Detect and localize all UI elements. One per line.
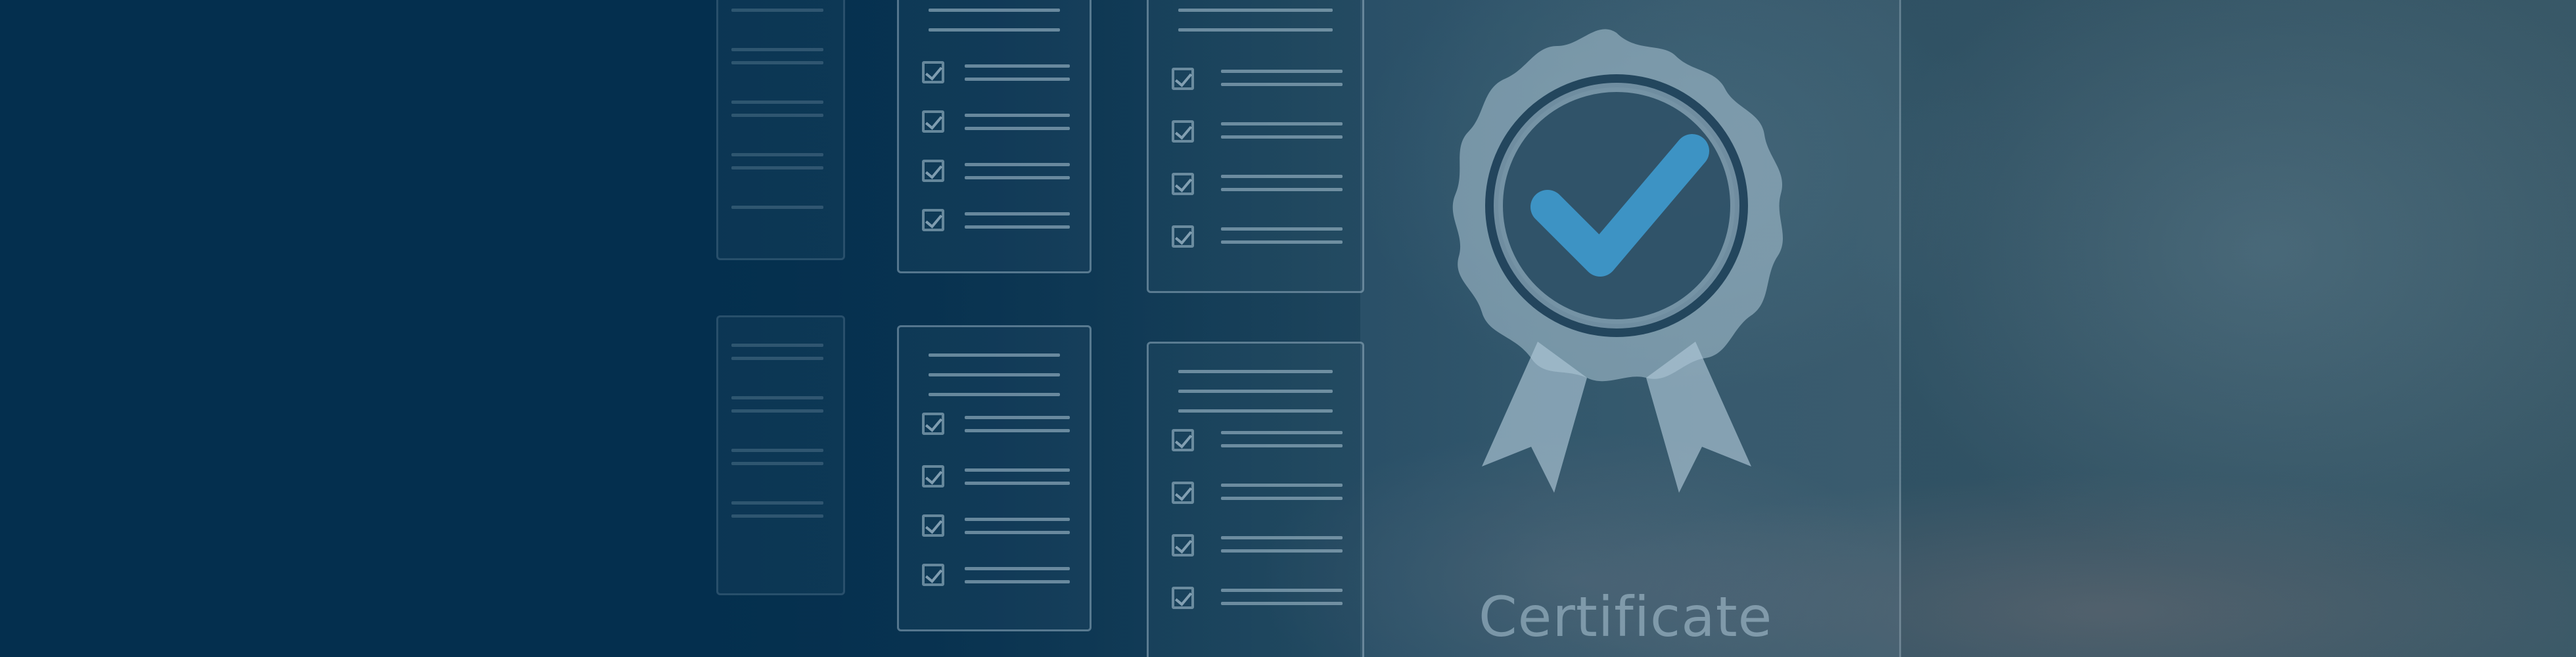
ribbon-right bbox=[1646, 342, 1751, 493]
checklist-document-icon bbox=[897, 325, 1092, 631]
checklist-document-icon bbox=[897, 0, 1092, 273]
checkbox-icon bbox=[922, 110, 944, 133]
checkbox-icon bbox=[1172, 482, 1194, 504]
checkbox-icon bbox=[1172, 225, 1194, 248]
checklist-document-icon bbox=[716, 0, 845, 260]
award-ribbon-icon bbox=[1452, 29, 1783, 493]
checkbox-icon bbox=[1172, 429, 1194, 451]
checklist-document-icon bbox=[716, 315, 845, 595]
checkbox-icon bbox=[922, 160, 944, 182]
ribbon-left bbox=[1482, 342, 1587, 493]
checkmark-icon bbox=[1530, 134, 1709, 277]
checkbox-icon bbox=[922, 514, 944, 537]
checkbox-icon bbox=[1172, 120, 1194, 143]
checkbox-icon bbox=[922, 61, 944, 83]
checkbox-icon bbox=[1172, 587, 1194, 609]
checkbox-icon bbox=[922, 564, 944, 586]
checkbox-icon bbox=[1172, 173, 1194, 195]
checkbox-icon bbox=[1172, 68, 1194, 90]
certificate-label: Certificate bbox=[1479, 585, 1773, 649]
checklist-document-icon bbox=[1147, 342, 1364, 657]
checklist-document-icon bbox=[1147, 0, 1364, 293]
checkbox-icon bbox=[922, 465, 944, 487]
checkbox-icon bbox=[1172, 534, 1194, 556]
checkbox-icon bbox=[922, 413, 944, 435]
checkbox-icon bbox=[922, 209, 944, 231]
